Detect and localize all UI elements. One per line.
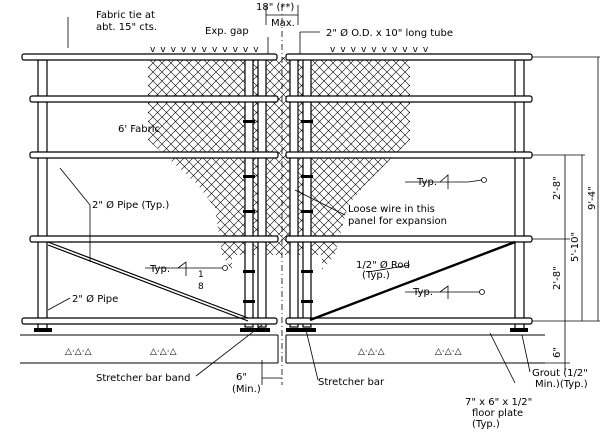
exp-gap-label: Exp. gap (205, 26, 249, 37)
typ-rod-label: Typ. (412, 287, 433, 298)
dim-5-10: 5'-10" (570, 232, 581, 262)
dim-6-min: 6" (236, 372, 247, 383)
rod-label-1: 1/2" Ø Rod (356, 259, 410, 271)
svg-text:△·△·△: △·△·△ (150, 347, 177, 357)
dim-9-4: 9'-4" (587, 186, 598, 210)
plate-label-2: floor plate (472, 408, 523, 419)
stretcher-band-label: Stretcher bar band (96, 373, 190, 384)
pipe-typ-label: 2" Ø Pipe (Typ.) (92, 199, 169, 211)
stretcher-bar-label: Stretcher bar (318, 377, 385, 388)
weld-fraction-bottom: 8 (198, 282, 204, 292)
max-label: Max. (271, 18, 295, 29)
rod-label-2: (Typ.) (362, 270, 390, 281)
fabric-tie-label: Fabric tie at (96, 10, 155, 21)
dim-18-label: 18" (**) (256, 2, 294, 13)
dim-2-8-bottom: 2'-8" (552, 266, 563, 290)
fabric-label: 6' Fabric (118, 124, 160, 135)
tube-label: 2" Ø O.D. x 10" long tube (326, 27, 453, 39)
plate-label-3: (Typ.) (472, 419, 500, 430)
posts (37, 56, 525, 331)
dim-6-right: 6" (552, 347, 563, 358)
svg-text:vvvvvvvvvvv: vvvvvvvvvvv (150, 45, 264, 55)
base-plates (34, 328, 528, 332)
diagonal-rods (47, 240, 516, 322)
dimension-lines (261, 5, 600, 385)
min-label: (Min.) (232, 384, 261, 395)
svg-text:△·△·△: △·△·△ (435, 347, 462, 357)
plate-label-1: 7" x 6" x 1/2" (465, 397, 532, 408)
concrete-slab: △·△·△ △·△·△ △·△·△ △·△·△ (20, 334, 545, 364)
dim-2-8-top: 2'-8" (552, 176, 563, 200)
leader-lines (47, 17, 531, 384)
stretcher-bar-bands (243, 120, 313, 303)
weld-fraction-top: 1 (198, 270, 204, 280)
grout-label-2: Min.)(Typ.) (535, 379, 588, 390)
fabric-ties: vvvvvvvvvvv vvvvvvvvvv (150, 45, 433, 55)
labels: Fabric tie at abt. 15" cts. Exp. gap 18"… (72, 2, 598, 430)
loose-wire-label-1: Loose wire in this (348, 204, 435, 215)
svg-text:△·△·△: △·△·△ (65, 347, 92, 357)
typ-left-label: Typ. (149, 264, 170, 275)
svg-text:△·△·△: △·△·△ (358, 347, 385, 357)
typ-right-label: Typ. (416, 177, 437, 188)
rails (21, 53, 533, 325)
fabric-tie-label-2: abt. 15" cts. (96, 22, 157, 33)
grout-label-1: Grout (1/2" (532, 368, 588, 379)
pipe-label: 2" Ø Pipe (72, 293, 118, 305)
svg-text:vvvvvvvvvv: vvvvvvvvvv (330, 45, 433, 55)
weld-symbols (177, 174, 487, 299)
loose-wire-label-2: panel for expansion (348, 216, 447, 227)
